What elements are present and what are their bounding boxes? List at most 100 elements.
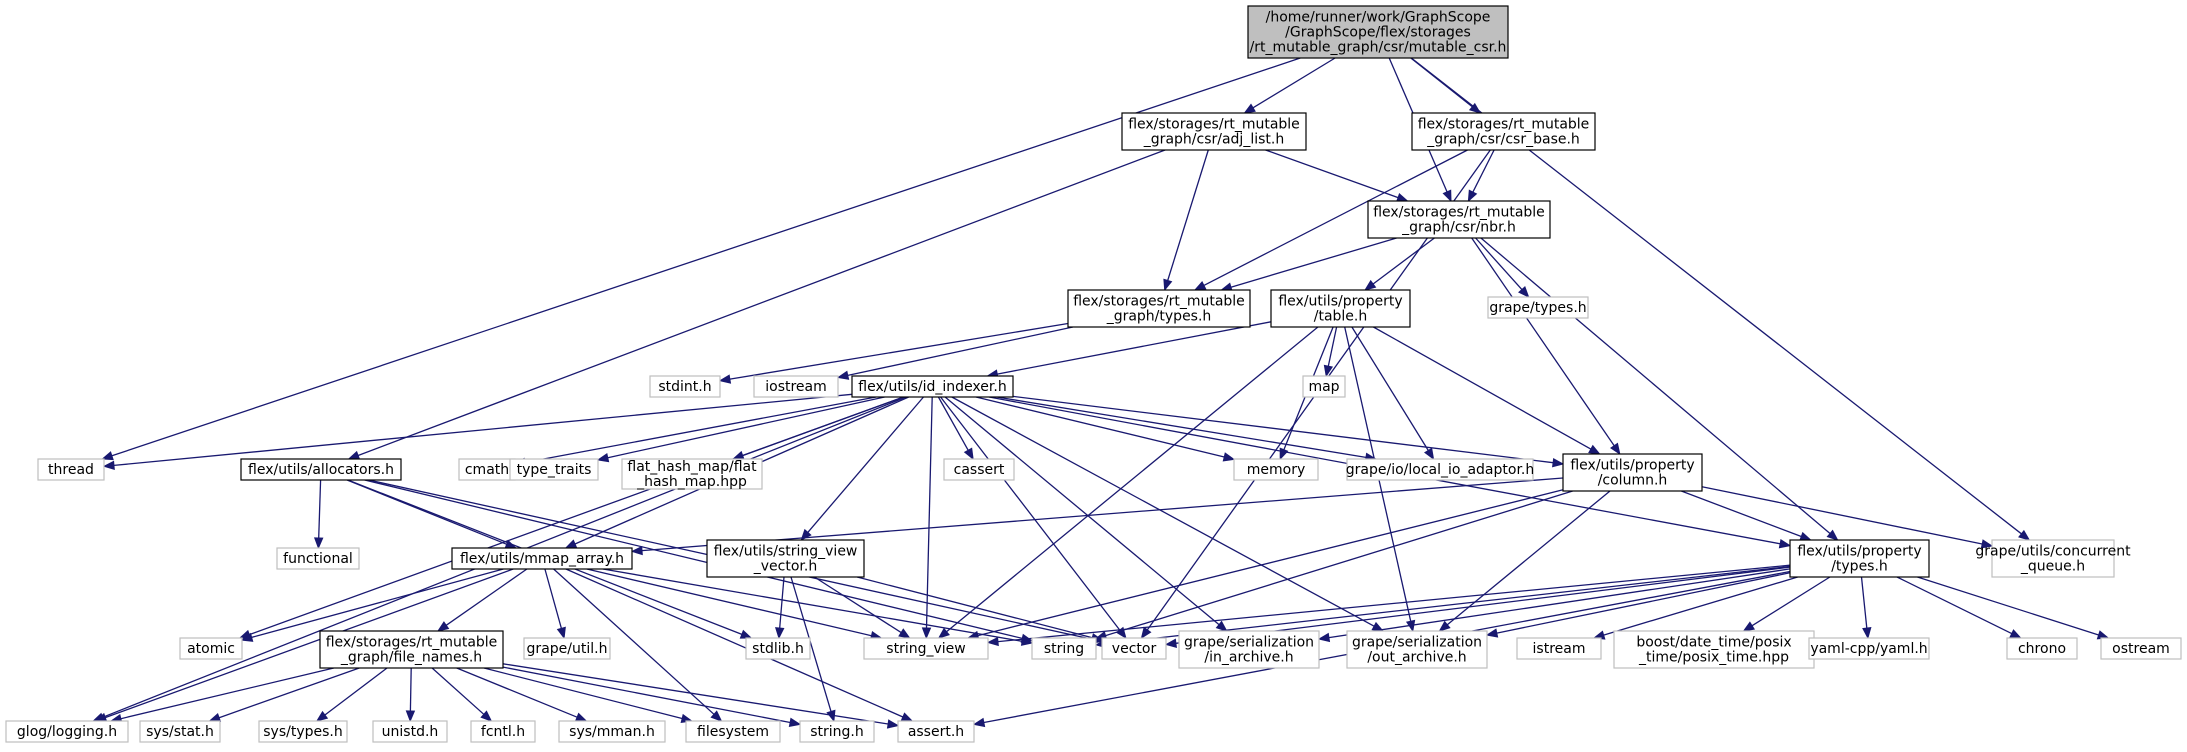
node-label-line: _graph/csr/nbr.h [1401, 220, 1516, 236]
node-string-view[interactable]: string_view [863, 637, 989, 660]
node-label-line: iostream [765, 379, 827, 395]
node-functional[interactable]: functional [276, 547, 360, 570]
node-label-line: cmath [465, 462, 509, 478]
node-box [37, 458, 105, 481]
node-string[interactable]: string [1031, 637, 1097, 660]
node-box [1516, 637, 1602, 660]
node-adj-list[interactable]: flex/storages/rt_mutable_graph/csr/adj_l… [1121, 112, 1307, 151]
edge-line [790, 576, 832, 712]
edge-id-indexer-to-out-archive [951, 396, 1385, 632]
edge-mtypes-to-stdint [718, 322, 1069, 384]
node-concurrent-queue[interactable]: grape/utils/concurrent_queue.h [1975, 539, 2131, 578]
edge-arrowhead [1467, 189, 1478, 203]
edge-line [483, 667, 683, 720]
node-label-line: boost/date_time/posix [1636, 635, 1791, 651]
node-sv-vector[interactable]: flex/utils/string_view_vector.h [706, 539, 865, 578]
edge-adj-list-to-nbr [1265, 149, 1409, 202]
node-box [1178, 630, 1320, 669]
node-cmath[interactable]: cmath [458, 458, 516, 481]
node-fcntl[interactable]: fcntl.h [470, 720, 536, 743]
node-mtypes[interactable]: flex/storages/rt_mutable_graph/types.h [1067, 289, 1251, 328]
edge-line [996, 396, 1367, 459]
node-label-line: /rt_mutable_graph/csr/mutable_csr.h [1250, 40, 1507, 56]
node-assert-h[interactable]: assert.h [897, 720, 975, 743]
node-box [1031, 637, 1097, 660]
node-posix-time[interactable]: boost/date_time/posix_time/posix_time.hp… [1613, 630, 1815, 669]
edge-line [1896, 576, 2012, 635]
node-label-line: map [1308, 379, 1339, 395]
edge-arrowhead [1164, 638, 1177, 648]
edge-ptypes-to-posix-time [1742, 576, 1831, 632]
node-box [649, 375, 721, 398]
node-box [1121, 112, 1307, 151]
edge-csr-base-to-mtypes [1193, 149, 1468, 291]
edge-line [544, 568, 563, 629]
edge-arrowhead [1610, 442, 1621, 456]
edge-mmap-array-to-string-view [586, 568, 883, 641]
node-allocators[interactable]: flex/utils/allocators.h [240, 458, 402, 481]
node-iostream[interactable]: iostream [753, 375, 839, 398]
node-stdint[interactable]: stdint.h [649, 375, 721, 398]
node-cassert[interactable]: cassert [943, 458, 1015, 481]
node-filesystem[interactable]: filesystem [685, 720, 781, 743]
edge-table-to-local-io [1351, 326, 1435, 461]
edge-arrowhead [1424, 447, 1435, 461]
node-memory[interactable]: memory [1233, 458, 1319, 481]
node-type-traits[interactable]: type_traits [509, 458, 599, 481]
node-flat-hash-map[interactable]: flat_hash_map/flat_hash_map.hpp [621, 458, 763, 490]
node-map[interactable]: map [1302, 375, 1346, 398]
node-label-line: grape/utils/concurrent [1975, 544, 2131, 560]
edge-line [357, 149, 1166, 457]
node-string-h[interactable]: string.h [799, 720, 875, 743]
edge-arrowhead [1826, 529, 1839, 541]
node-sys-stat[interactable]: sys/stat.h [139, 720, 221, 743]
node-sys-types[interactable]: sys/types.h [258, 720, 348, 743]
node-box [523, 637, 611, 660]
node-ostream[interactable]: ostream [2100, 637, 2182, 660]
node-mmap-array[interactable]: flex/utils/mmap_array.h [451, 547, 633, 570]
node-stdlib[interactable]: stdlib.h [745, 637, 811, 660]
edge-arrowhead [315, 710, 329, 722]
edge-ptypes-to-yaml [1860, 576, 1872, 640]
node-atomic[interactable]: atomic [179, 637, 243, 660]
node-out-archive[interactable]: grape/serialization/out_archive.h [1346, 630, 1488, 669]
node-label-line: /types.h [1831, 559, 1888, 575]
node-chrono[interactable]: chrono [2006, 637, 2078, 660]
node-yaml[interactable]: yaml-cpp/yaml.h [1808, 637, 1930, 660]
node-file-names[interactable]: flex/storages/rt_mutable_graph/file_name… [319, 630, 504, 669]
edge-arrowhead [1742, 621, 1756, 632]
node-box [470, 720, 536, 743]
edge-mmap-array-to-atomic [240, 568, 504, 642]
node-local-io[interactable]: grape/io/local_io_adaptor.h [1346, 458, 1534, 481]
edge-ptypes-to-chrono [1896, 576, 2022, 639]
node-label-line: cassert [954, 462, 1005, 478]
node-istream[interactable]: istream [1516, 637, 1602, 660]
edge-line [856, 576, 1093, 639]
node-column[interactable]: flex/utils/property/column.h [1562, 453, 1703, 492]
node-table[interactable]: flex/utils/property/table.h [1270, 289, 1411, 328]
node-grape-types[interactable]: grape/types.h [1487, 296, 1589, 319]
node-vector[interactable]: vector [1101, 637, 1167, 660]
node-in-archive[interactable]: grape/serialization/in_archive.h [1178, 630, 1320, 669]
edge-line [951, 396, 1375, 627]
node-ptypes[interactable]: flex/utils/property/types.h [1789, 539, 1930, 578]
node-glog[interactable]: glog/logging.h [5, 720, 129, 743]
node-grape-util[interactable]: grape/util.h [523, 637, 611, 660]
edge-column-to-string [1094, 490, 1573, 641]
node-sys-mman[interactable]: sys/mman.h [558, 720, 666, 743]
edge-arrowhead [313, 537, 324, 550]
edge-arrowhead [1980, 539, 1994, 549]
node-root[interactable]: /home/runner/work/GraphScope/GraphScope/… [1247, 5, 1509, 59]
node-label-line: flex/utils/allocators.h [248, 462, 394, 478]
node-id-indexer[interactable]: flex/utils/id_indexer.h [851, 375, 1014, 398]
node-nbr[interactable]: flex/storages/rt_mutable_graph/csr/nbr.h [1367, 200, 1551, 239]
edge-line [814, 576, 902, 634]
edge-sv-vector-to-stdlib [775, 576, 785, 640]
edge-line [1167, 149, 1209, 281]
node-thread[interactable]: thread [37, 458, 105, 481]
edge-arrowhead [1442, 189, 1452, 203]
edge-line [946, 326, 1319, 633]
node-unistd[interactable]: unistd.h [372, 720, 448, 743]
node-csr-base[interactable]: flex/storages/rt_mutable_graph/csr/csr_b… [1411, 112, 1596, 151]
node-label-line: _graph/csr/csr_base.h [1426, 132, 1580, 148]
